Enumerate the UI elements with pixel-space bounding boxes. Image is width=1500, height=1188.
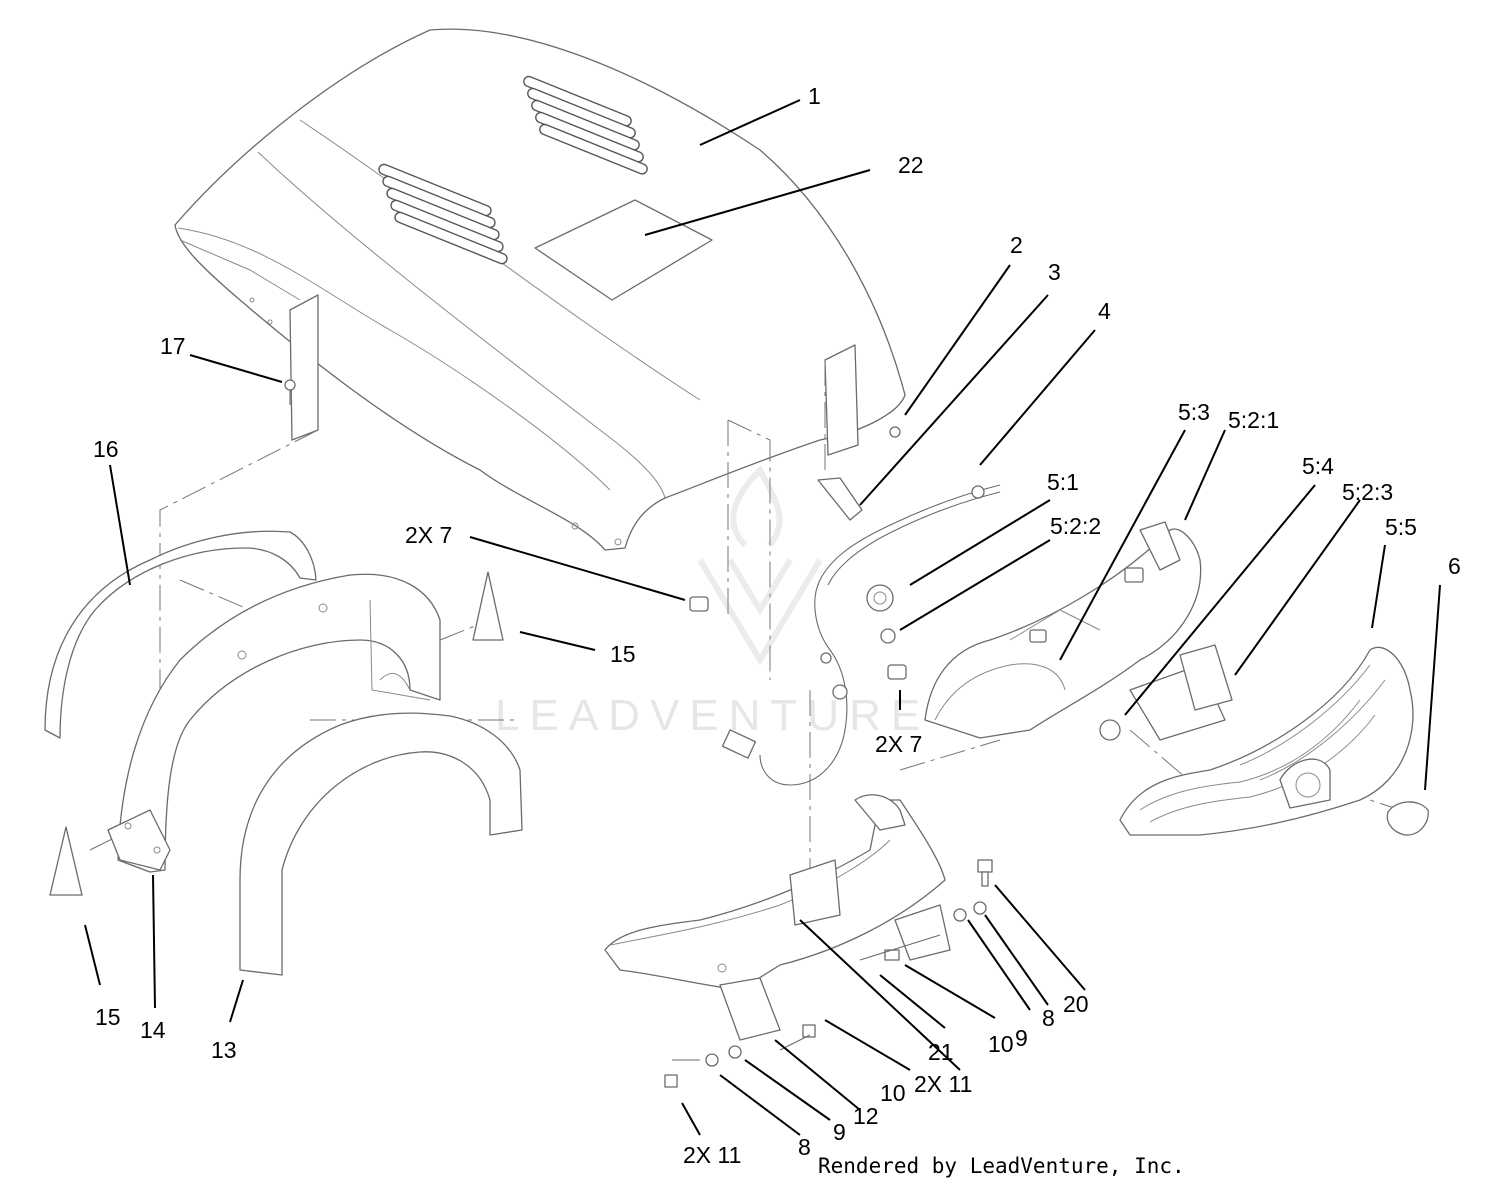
clip-lower: [887, 664, 907, 680]
callout-4: 4: [1098, 298, 1111, 324]
callout-10-left: 10: [880, 1080, 906, 1106]
callout-16: 16: [93, 436, 119, 462]
watermark-text: LEADVENTURE: [495, 691, 930, 740]
hood-mount-bracket: [604, 794, 951, 1041]
hinge-bracket-right: [817, 344, 863, 521]
callout-15-left: 15: [95, 1004, 121, 1030]
bulb-socket: [866, 584, 894, 612]
hinge-bracket-left: [289, 294, 319, 441]
callout-8-left: 8: [798, 1134, 811, 1160]
callout-2x11-left: 2X 11: [683, 1142, 741, 1168]
callout-21: 21: [928, 1039, 954, 1065]
trim-wedge-left: [49, 826, 83, 896]
fender-panel: [239, 712, 523, 976]
callout-5-2-3: 5:2:3: [1342, 479, 1393, 505]
callout-2x7-lower: 2X 7: [875, 731, 922, 757]
trim-wedge-right: [472, 571, 504, 641]
callout-2x11-right: 2X 11: [914, 1071, 972, 1097]
callout-12: 12: [853, 1103, 879, 1129]
headlight-housing: [924, 521, 1202, 741]
watermark-logo: [697, 464, 823, 666]
leader-lines: [84, 99, 1441, 1136]
callout-5-1: 5:1: [1047, 469, 1079, 495]
callout-1: 1: [808, 83, 821, 109]
callout-5-4: 5:4: [1302, 453, 1334, 479]
clip-upper: [689, 596, 709, 612]
callout-10-right: 10: [988, 1031, 1014, 1057]
callout-5-3: 5:3: [1178, 399, 1210, 425]
wire-harness: [721, 484, 1001, 786]
callout-5-5: 5:5: [1385, 514, 1417, 540]
grille: [1119, 646, 1414, 836]
callout-13: 13: [211, 1037, 237, 1063]
bulb: [880, 628, 896, 644]
hardware: [284, 379, 993, 1088]
fender: [107, 573, 441, 873]
render-credit: Rendered by LeadVenture, Inc.: [818, 1154, 1185, 1178]
callout-6: 6: [1448, 553, 1461, 579]
callout-3: 3: [1048, 259, 1061, 285]
vent-slots-rear: [523, 75, 648, 175]
callout-8-right: 8: [1042, 1005, 1055, 1031]
callout-22: 22: [898, 152, 924, 178]
callout-5-2-1: 5:2:1: [1228, 407, 1279, 433]
callout-5-2-2: 5:2:2: [1050, 513, 1101, 539]
hood-decal: [534, 199, 713, 301]
emblem: [1386, 801, 1429, 836]
callout-9-right: 9: [1015, 1025, 1028, 1051]
callout-labels: 1 22 2 3 4 17 16 5:3 5:2:1 5:4 5:2:3 5:1…: [93, 83, 1461, 1168]
hood: [174, 28, 906, 551]
callout-20: 20: [1063, 991, 1089, 1017]
callout-9-left: 9: [833, 1119, 846, 1145]
callout-15-right: 15: [610, 641, 636, 667]
fender-trim: [44, 530, 317, 739]
vent-slots-front: [378, 163, 508, 265]
lens-decal: [1179, 644, 1233, 711]
callout-17: 17: [160, 333, 186, 359]
callout-2x7-upper: 2X 7: [405, 522, 452, 548]
callout-14: 14: [140, 1017, 166, 1043]
callout-2: 2: [1010, 232, 1023, 258]
